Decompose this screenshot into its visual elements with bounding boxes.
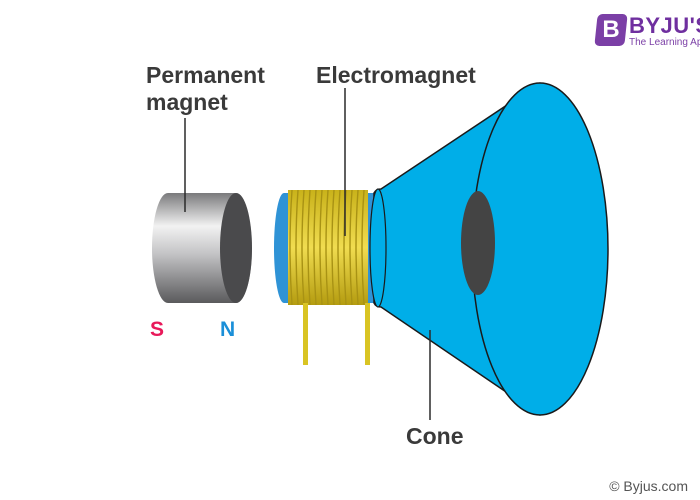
coil-lead-left: [303, 303, 308, 365]
coil-lead-right: [365, 303, 370, 365]
cone-label: Cone: [406, 423, 464, 449]
coil-turns: [289, 189, 365, 306]
permanent-magnet: [152, 193, 252, 303]
magnet-north-face: [220, 193, 252, 303]
electromagnet: [274, 189, 376, 365]
byjus-logo: B BYJU'S The Learning App: [594, 13, 700, 54]
north-pole-label: N: [220, 318, 236, 341]
logo-badge-letter: B: [602, 16, 620, 43]
logo-tagline: The Learning App: [629, 37, 700, 48]
south-pole-label: S: [150, 318, 165, 341]
electromagnet-label: Electromagnet: [316, 62, 476, 88]
cone-center-hole: [461, 191, 495, 295]
logo-name: BYJU'S: [629, 13, 700, 38]
permanent-magnet-label: Permanent magnet: [146, 62, 265, 115]
copyright-notice: © Byjus.com: [609, 478, 688, 494]
speaker-cone: [369, 82, 609, 416]
cone-neck: [369, 188, 387, 308]
